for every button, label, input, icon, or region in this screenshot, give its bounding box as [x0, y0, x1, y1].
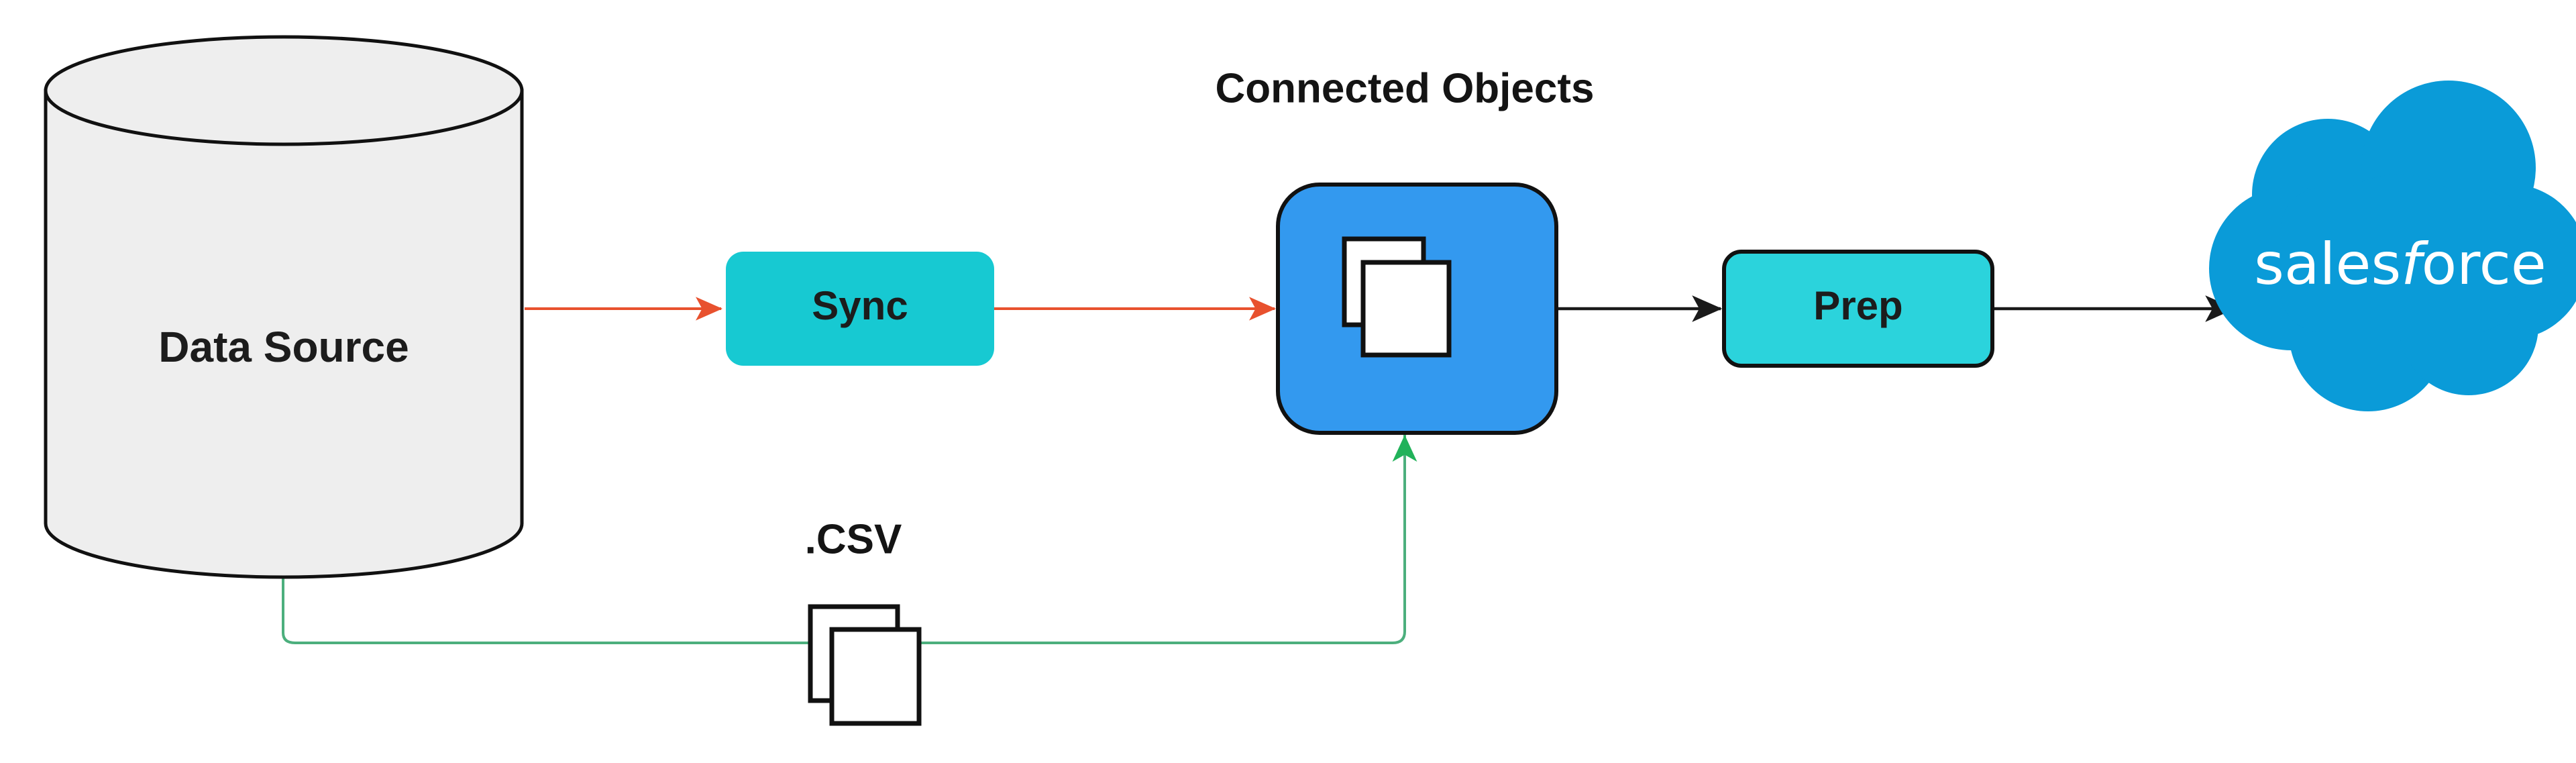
csv-documents-icon-front-page	[829, 627, 922, 726]
node-sync[interactable]: Sync	[726, 252, 994, 366]
node-prep[interactable]: Prep	[1722, 250, 1994, 368]
node-csv[interactable]: .CSV	[805, 516, 922, 726]
prep-box	[1722, 250, 1994, 368]
node-connected-objects[interactable]	[1276, 183, 1558, 435]
page-title: Connected Objects	[1216, 65, 1595, 111]
csv-label: .CSV	[805, 516, 902, 562]
cylinder-top-ellipse	[44, 35, 524, 146]
cylinder-body	[44, 89, 524, 579]
sync-label: Sync	[812, 283, 908, 328]
prep-label: Prep	[1813, 283, 1902, 328]
documents-icon-front-page	[1360, 260, 1452, 358]
node-salesforce[interactable]: salesforce	[2209, 81, 2576, 411]
node-data-source[interactable]: Data Source	[44, 35, 524, 579]
data-source-label: Data Source	[158, 323, 409, 371]
salesforce-wordmark: salesforce	[2254, 231, 2546, 298]
salesforce-cloud-icon	[2209, 81, 2576, 411]
sync-box	[726, 252, 994, 366]
